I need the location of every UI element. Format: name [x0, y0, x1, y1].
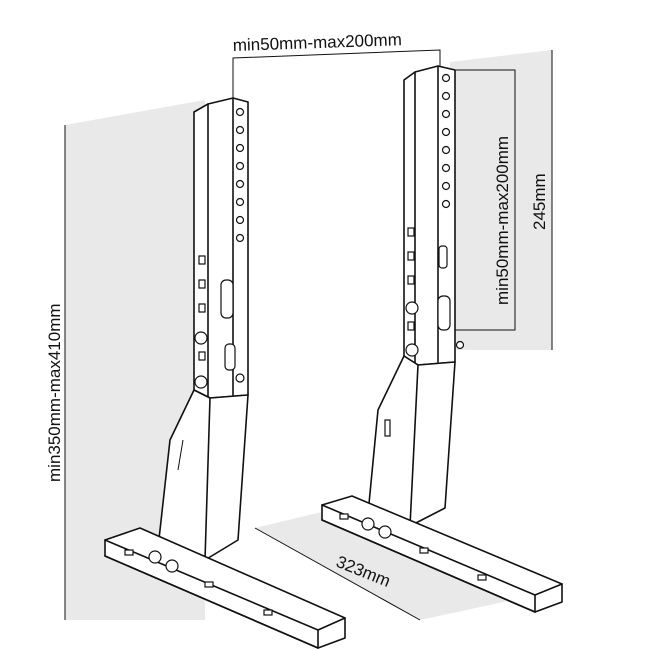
right-bracket-holes [405, 73, 465, 357]
right-stand [321, 65, 563, 613]
floor-shadow [255, 510, 560, 620]
left-bracket-holes [194, 107, 245, 389]
label-vertical-adjust: min50mm-max200mm [493, 136, 512, 305]
label-bracket-spacing: min50mm-max200mm [232, 30, 402, 55]
left-column [157, 389, 249, 561]
back-shadow-panel-right [450, 50, 552, 350]
right-column [367, 355, 456, 527]
left-stand [104, 97, 346, 649]
dimension-lines [64, 49, 553, 621]
label-bracket-height: 245mm [530, 173, 549, 230]
label-total-height: min350mm-max410mm [45, 303, 64, 482]
